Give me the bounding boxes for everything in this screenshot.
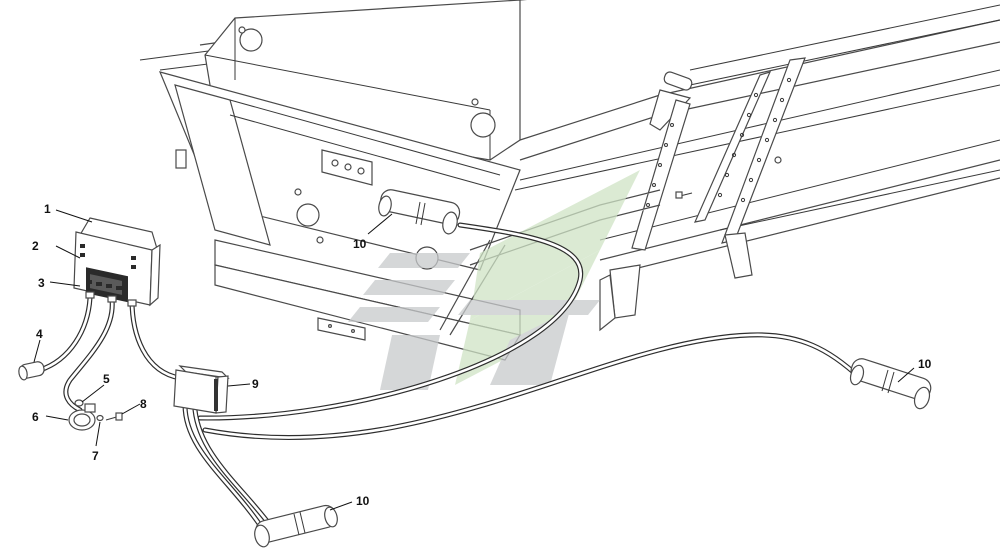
leader-lines — [33, 209, 915, 511]
callout-labels: 1 2 3 4 5 6 7 8 9 10 10 10 — [32, 202, 932, 508]
callout-8: 8 — [140, 397, 147, 411]
washer-icon — [74, 399, 104, 422]
callout-10-upper: 10 — [353, 237, 367, 251]
callout-2: 2 — [32, 239, 39, 253]
sensor-icon — [254, 504, 338, 548]
callout-7: 7 — [92, 449, 99, 463]
cable-harness — [37, 222, 863, 531]
callout-6: 6 — [32, 410, 39, 424]
sensor-icon — [18, 361, 45, 381]
callout-10-lower: 10 — [356, 494, 370, 508]
sensor-icon — [849, 358, 932, 410]
clamp-icon — [68, 403, 96, 431]
callout-4: 4 — [36, 327, 43, 341]
sensor-icon — [378, 189, 461, 235]
callout-10-right: 10 — [918, 357, 932, 371]
junction-box-icon — [173, 365, 230, 414]
screw-icon — [105, 412, 123, 421]
callout-3: 3 — [38, 276, 45, 290]
callout-5: 5 — [103, 372, 110, 386]
callout-1: 1 — [44, 202, 51, 216]
callout-9: 9 — [252, 377, 259, 391]
control-unit-icon — [73, 217, 161, 307]
